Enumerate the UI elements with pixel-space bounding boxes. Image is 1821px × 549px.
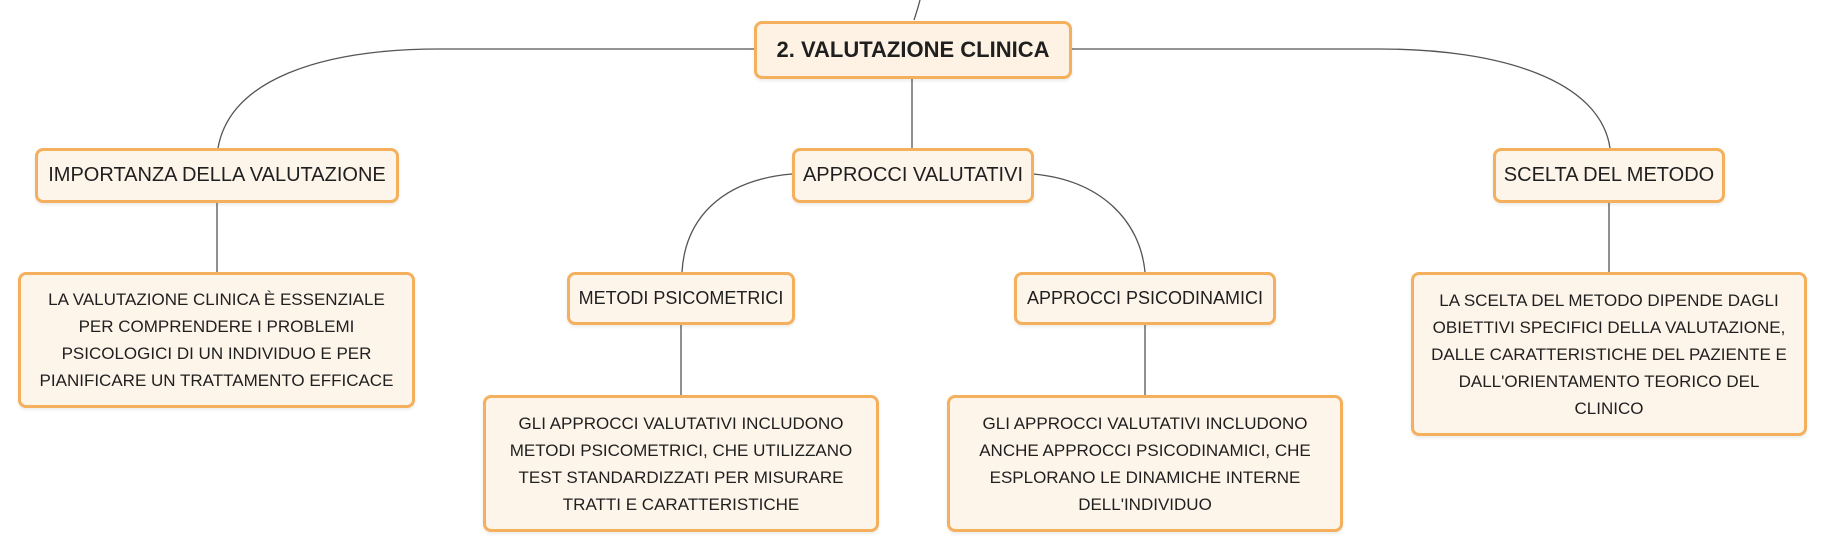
- subtopic-label: METODI PSICOMETRICI: [578, 288, 784, 308]
- topic-label: APPROCCI VALUTATIVI: [802, 164, 1024, 186]
- connector-approcci-psicometrici: [681, 173, 793, 273]
- description-text: LA VALUTAZIONE CLINICA È ESSENZIALE PER …: [39, 290, 394, 390]
- subtopic-label: APPROCCI PSICODINAMICI: [1026, 288, 1264, 308]
- connector-parent-root: [913, 0, 921, 21]
- topic-label: SCELTA DEL METODO: [1503, 164, 1715, 186]
- root-node[interactable]: 2. VALUTAZIONE CLINICA: [754, 21, 1072, 79]
- description-node-scelta[interactable]: LA SCELTA DEL METODO DIPENDE DAGLI OBIET…: [1411, 272, 1807, 436]
- root-label: 2. VALUTAZIONE CLINICA: [776, 37, 1050, 62]
- topic-node-scelta[interactable]: SCELTA DEL METODO: [1493, 148, 1725, 203]
- topic-node-approcci[interactable]: APPROCCI VALUTATIVI: [792, 148, 1034, 203]
- subtopic-node-psicometrici[interactable]: METODI PSICOMETRICI: [567, 272, 795, 325]
- connector-root-importanza: [217, 48, 754, 149]
- description-node-psicodinamici[interactable]: GLI APPROCCI VALUTATIVI INCLUDONO ANCHE …: [947, 395, 1343, 532]
- description-text: GLI APPROCCI VALUTATIVI INCLUDONO ANCHE …: [979, 413, 1311, 514]
- connector-root-scelta: [1072, 48, 1611, 149]
- topic-label: IMPORTANZA DELLA VALUTAZIONE: [48, 164, 386, 186]
- topic-node-importanza[interactable]: IMPORTANZA DELLA VALUTAZIONE: [35, 148, 399, 203]
- description-node-importanza[interactable]: LA VALUTAZIONE CLINICA È ESSENZIALE PER …: [18, 272, 415, 408]
- description-node-psicometrici[interactable]: GLI APPROCCI VALUTATIVI INCLUDONO METODI…: [483, 395, 879, 532]
- connector-approcci-psicodinamici: [1032, 173, 1146, 273]
- description-text: GLI APPROCCI VALUTATIVI INCLUDONO METODI…: [509, 413, 853, 514]
- subtopic-node-psicodinamici[interactable]: APPROCCI PSICODINAMICI: [1014, 272, 1276, 325]
- description-text: LA SCELTA DEL METODO DIPENDE DAGLI OBIET…: [1431, 290, 1787, 418]
